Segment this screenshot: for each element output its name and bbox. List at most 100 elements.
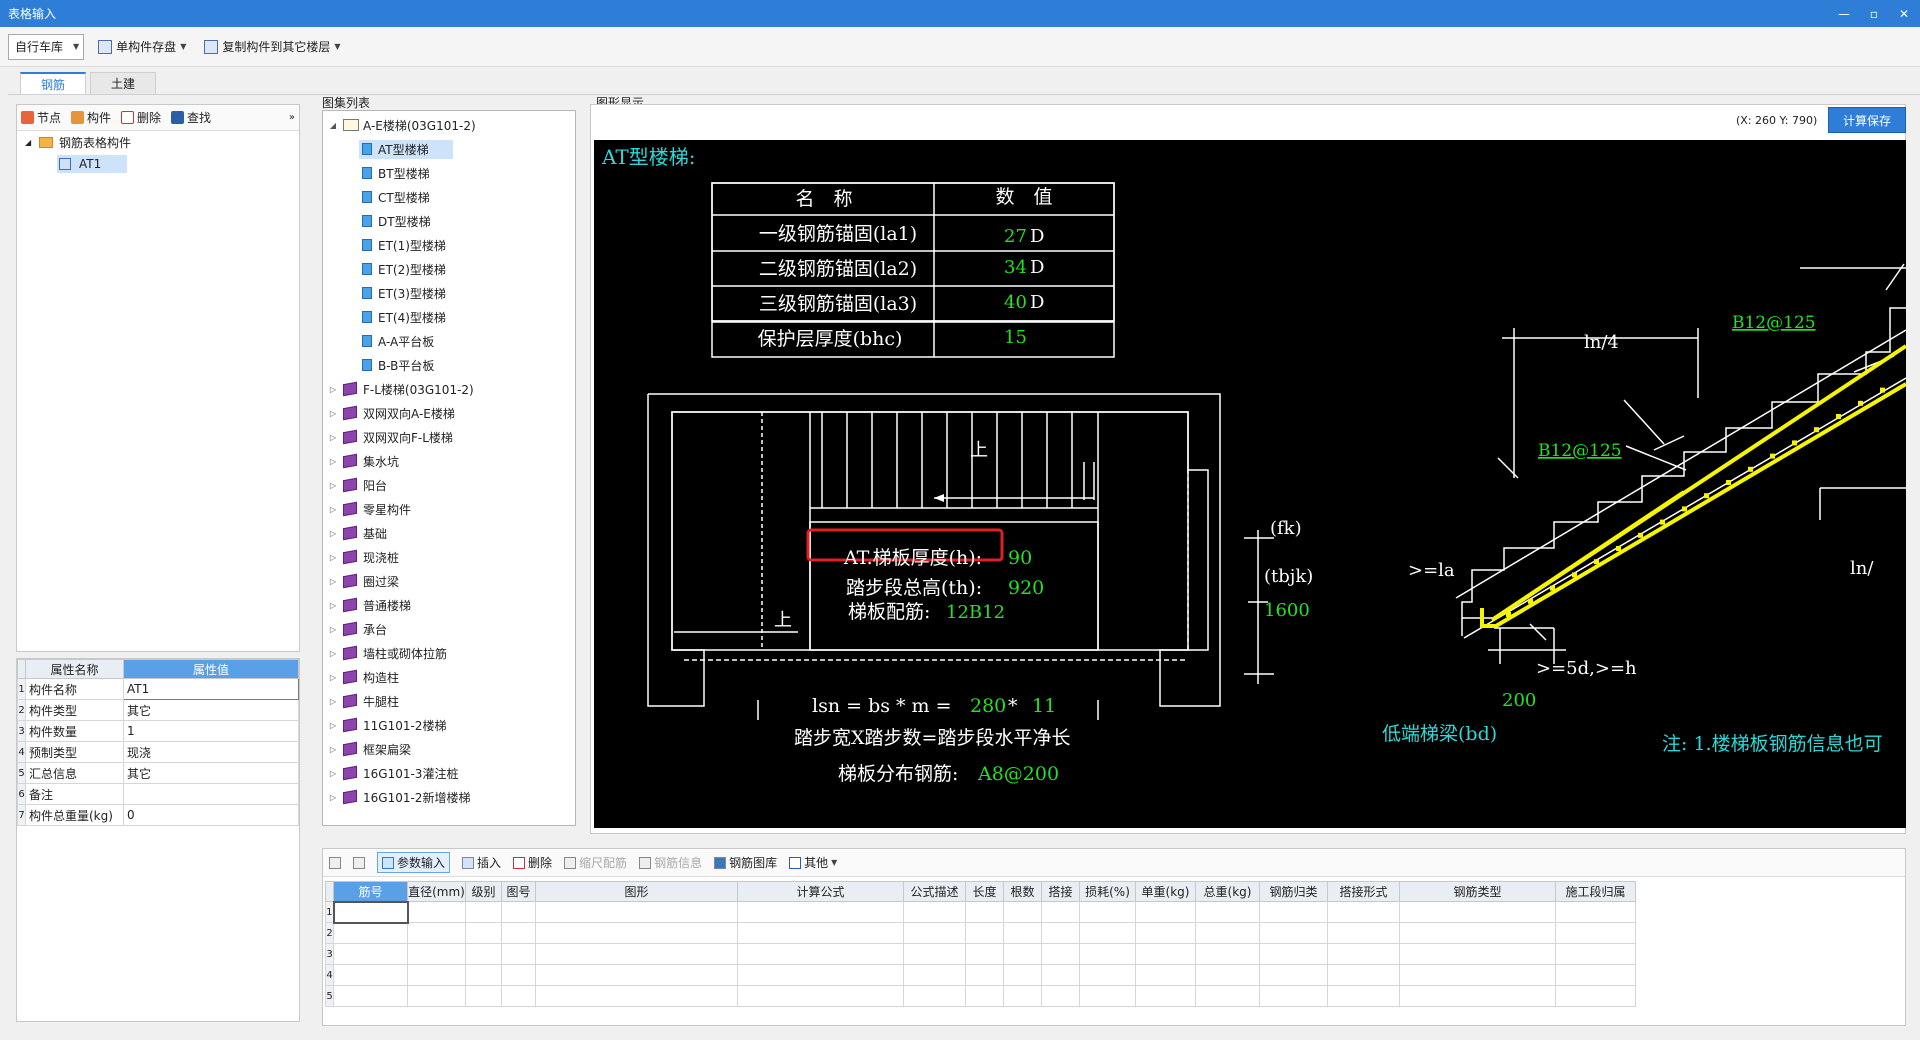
grid-cell[interactable] xyxy=(407,901,466,923)
tree-root[interactable]: ◢ 钢筋表格构件 xyxy=(17,131,299,153)
restore-icon[interactable]: ▫ xyxy=(1869,6,1879,21)
grid-cell[interactable] xyxy=(407,922,466,944)
grid-cell[interactable] xyxy=(1079,985,1136,1007)
grid-cell[interactable] xyxy=(1327,964,1400,986)
grid-cell[interactable] xyxy=(1195,943,1260,965)
grid-column-header[interactable]: 钢筋类型 xyxy=(1399,881,1556,902)
grid-cell[interactable] xyxy=(1195,901,1260,923)
expand-icon[interactable]: ▷ xyxy=(329,480,337,490)
grid-cell[interactable] xyxy=(1555,985,1636,1007)
grid-cell[interactable] xyxy=(737,985,904,1007)
grid-cell[interactable] xyxy=(903,985,966,1007)
expand-icon[interactable]: ▷ xyxy=(329,456,337,466)
grid-cell[interactable] xyxy=(465,922,502,944)
grid-column-header[interactable]: 筋号 xyxy=(333,881,408,902)
collapse-icon[interactable]: ◢ xyxy=(329,120,337,130)
atlas-group[interactable]: ▷集水坑 xyxy=(323,449,575,473)
move-up-icon[interactable] xyxy=(329,856,341,869)
save-component-button[interactable]: 单构件存盘 ▼ xyxy=(94,36,190,57)
grid-column-header[interactable]: 搭接形式 xyxy=(1327,881,1400,902)
more-icon[interactable]: » xyxy=(288,112,295,123)
delete-button[interactable]: 删除 xyxy=(121,109,161,126)
grid-column-header[interactable]: 图号 xyxy=(501,881,536,902)
grid-column-header[interactable]: 级别 xyxy=(465,881,502,902)
grid-cell[interactable] xyxy=(1555,922,1636,944)
minimize-icon[interactable]: — xyxy=(1838,6,1850,21)
grid-cell[interactable] xyxy=(1041,943,1080,965)
tab-civil[interactable]: 土建 xyxy=(90,72,156,94)
close-icon[interactable]: ✕ xyxy=(1898,6,1910,21)
calc-save-button[interactable]: 计算保存 xyxy=(1828,107,1906,133)
grid-cell[interactable] xyxy=(965,964,1004,986)
grid-cell[interactable] xyxy=(501,922,536,944)
atlas-group[interactable]: ▷阳台 xyxy=(323,473,575,497)
atlas-group[interactable]: ▷圈过梁 xyxy=(323,569,575,593)
expand-icon[interactable]: ▷ xyxy=(329,768,337,778)
atlas-group[interactable]: ▷构造柱 xyxy=(323,665,575,689)
expand-icon[interactable]: ▷ xyxy=(329,696,337,706)
grid-cell[interactable] xyxy=(1327,901,1400,923)
prop-value[interactable]: 其它 xyxy=(123,699,299,721)
other-menu-button[interactable]: 其他 ▼ xyxy=(789,854,837,871)
expand-icon[interactable]: ▷ xyxy=(329,624,337,634)
copy-to-floor-button[interactable]: 复制构件到其它楼层 ▼ xyxy=(200,36,344,57)
expand-icon[interactable]: ▷ xyxy=(329,384,337,394)
grid-cell[interactable] xyxy=(1259,943,1328,965)
atlas-item[interactable]: B-B平台板 xyxy=(323,353,575,377)
grid-cell[interactable] xyxy=(1079,964,1136,986)
grid-cell[interactable] xyxy=(501,901,536,923)
grid-cell[interactable] xyxy=(407,964,466,986)
grid-cell[interactable] xyxy=(535,943,738,965)
expand-icon[interactable]: ▷ xyxy=(329,744,337,754)
add-component-button[interactable]: 构件 xyxy=(71,109,111,126)
tree-item-at1[interactable]: AT1 xyxy=(17,153,299,175)
grid-cell[interactable] xyxy=(535,985,738,1007)
grid-column-header[interactable]: 单重(kg) xyxy=(1135,881,1196,902)
grid-cell[interactable] xyxy=(1079,922,1136,944)
grid-cell[interactable] xyxy=(965,985,1004,1007)
grid-column-header[interactable]: 长度 xyxy=(965,881,1004,902)
param-input-button[interactable]: 参数输入 xyxy=(377,852,451,873)
rebar-library-button[interactable]: 钢筋图库 xyxy=(714,854,777,871)
grid-cell[interactable] xyxy=(407,943,466,965)
grid-cell[interactable] xyxy=(465,901,502,923)
atlas-group[interactable]: ▷16G101-3灌注桩 xyxy=(323,761,575,785)
tab-rebar[interactable]: 钢筋 xyxy=(20,72,86,94)
grid-column-header[interactable]: 损耗(%) xyxy=(1079,881,1136,902)
prop-value-input[interactable]: AT1 xyxy=(123,678,299,700)
atlas-item[interactable]: CT型楼梯 xyxy=(323,185,575,209)
grid-cell[interactable] xyxy=(465,964,502,986)
grid-cell[interactable] xyxy=(1259,964,1328,986)
grid-cell[interactable] xyxy=(903,901,966,923)
atlas-root[interactable]: ◢ A-E楼梯(03G101-2) xyxy=(323,113,575,137)
grid-column-header[interactable]: 钢筋归类 xyxy=(1259,881,1328,902)
prop-value[interactable] xyxy=(123,783,299,805)
expand-icon[interactable]: ▷ xyxy=(329,672,337,682)
grid-cell[interactable] xyxy=(737,922,904,944)
find-button[interactable]: 查找 xyxy=(171,109,211,126)
grid-cell[interactable] xyxy=(965,943,1004,965)
grid-column-header[interactable]: 根数 xyxy=(1003,881,1042,902)
grid-cell[interactable] xyxy=(501,943,536,965)
expand-icon[interactable]: ▷ xyxy=(329,408,337,418)
grid-cell[interactable] xyxy=(1195,964,1260,986)
grid-cell[interactable] xyxy=(332,900,409,924)
atlas-group[interactable]: ▷框架扁梁 xyxy=(323,737,575,761)
atlas-item[interactable]: ET(1)型楼梯 xyxy=(323,233,575,257)
grid-cell[interactable] xyxy=(333,943,408,965)
atlas-group[interactable]: ▷11G101-2楼梯 xyxy=(323,713,575,737)
expand-icon[interactable]: ▷ xyxy=(329,648,337,658)
grid-cell[interactable] xyxy=(465,985,502,1007)
grid-cell[interactable] xyxy=(965,922,1004,944)
grid-cell[interactable] xyxy=(1195,922,1260,944)
collapse-icon[interactable]: ◢ xyxy=(25,137,32,147)
atlas-group[interactable]: ▷双网双向A-E楼梯 xyxy=(323,401,575,425)
library-select[interactable]: 自行车库 ▼ xyxy=(8,33,85,60)
grid-cell[interactable] xyxy=(1041,922,1080,944)
grid-cell[interactable] xyxy=(1135,943,1196,965)
grid-column-header[interactable]: 计算公式 xyxy=(737,881,904,902)
atlas-group[interactable]: ▷牛腿柱 xyxy=(323,689,575,713)
grid-cell[interactable] xyxy=(1135,985,1196,1007)
atlas-group[interactable]: ▷现浇桩 xyxy=(323,545,575,569)
grid-column-header[interactable]: 图形 xyxy=(535,881,738,902)
